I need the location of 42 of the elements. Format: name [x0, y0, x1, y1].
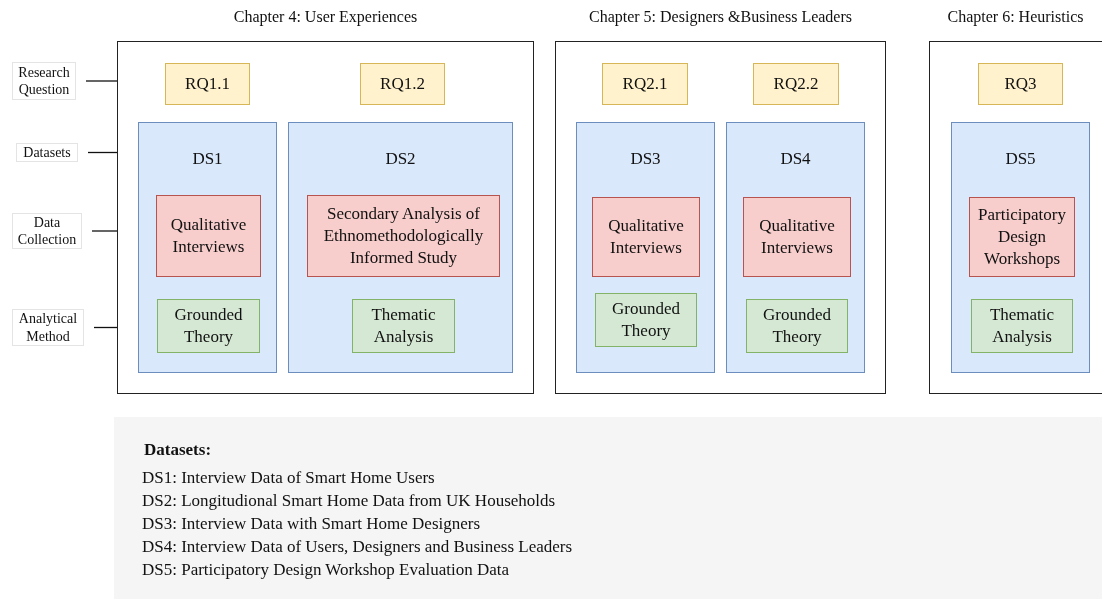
dataset-box: [288, 122, 513, 373]
research-question-box: RQ3: [978, 63, 1063, 105]
leader-line: [93, 326, 118, 329]
leader-line: [85, 80, 118, 82]
data-collection-box: Qualitative Interviews: [743, 197, 851, 277]
leader-line: [87, 151, 118, 154]
row-label: Datasets: [16, 143, 78, 162]
research-question-box: RQ1.2: [360, 63, 445, 105]
research-question-box: RQ2.2: [753, 63, 839, 105]
row-label: Data Collection: [12, 213, 82, 249]
dataset-description: DS3: Interview Data with Smart Home Designers: [142, 514, 481, 534]
dataset-label: DS3: [629, 149, 662, 169]
data-collection-box: Qualitative Interviews: [156, 195, 261, 277]
analytical-method-box: Thematic Analysis: [971, 299, 1073, 353]
analytical-method-box: Grounded Theory: [595, 293, 697, 347]
row-label: Analytical Method: [12, 309, 84, 346]
analytical-method-box: Thematic Analysis: [352, 299, 455, 353]
leader-line: [91, 230, 118, 232]
dataset-label: DS2: [384, 149, 417, 169]
dataset-box: [951, 122, 1090, 373]
panel-heading: Datasets:: [144, 440, 212, 460]
dataset-box: [726, 122, 865, 373]
dataset-description: DS1: Interview Data of Smart Home Users: [142, 468, 435, 488]
research-question-box: RQ2.1: [602, 63, 688, 105]
dataset-box: [576, 122, 715, 373]
chapter-title: Chapter 5: Designers &Business Leaders: [587, 8, 854, 26]
dataset-description: DS2: Longitudional Smart Home Data from UK Households: [142, 491, 556, 511]
dataset-description: DS4: Interview Data of Users, Designers and Business Leaders: [142, 537, 573, 557]
analytical-method-box: Grounded Theory: [157, 299, 260, 353]
dataset-label: DS5: [1004, 149, 1037, 169]
data-collection-box: Secondary Analysis of Ethnomethodologically Informed Study: [307, 195, 500, 277]
row-label: Research Question: [12, 62, 76, 100]
dataset-label: DS1: [191, 149, 224, 169]
chapter-title: Chapter 4: User Experiences: [232, 8, 419, 26]
chapter-title: Chapter 6: Heuristics: [946, 8, 1085, 26]
data-collection-box: Participatory Design Workshops: [969, 197, 1075, 277]
dataset-label: DS4: [779, 149, 812, 169]
dataset-description: DS5: Participatory Design Workshop Evaluation Data: [142, 560, 510, 580]
analytical-method-box: Grounded Theory: [746, 299, 848, 353]
data-collection-box: Qualitative Interviews: [592, 197, 700, 277]
research-question-box: RQ1.1: [165, 63, 250, 105]
dataset-box: [138, 122, 277, 373]
